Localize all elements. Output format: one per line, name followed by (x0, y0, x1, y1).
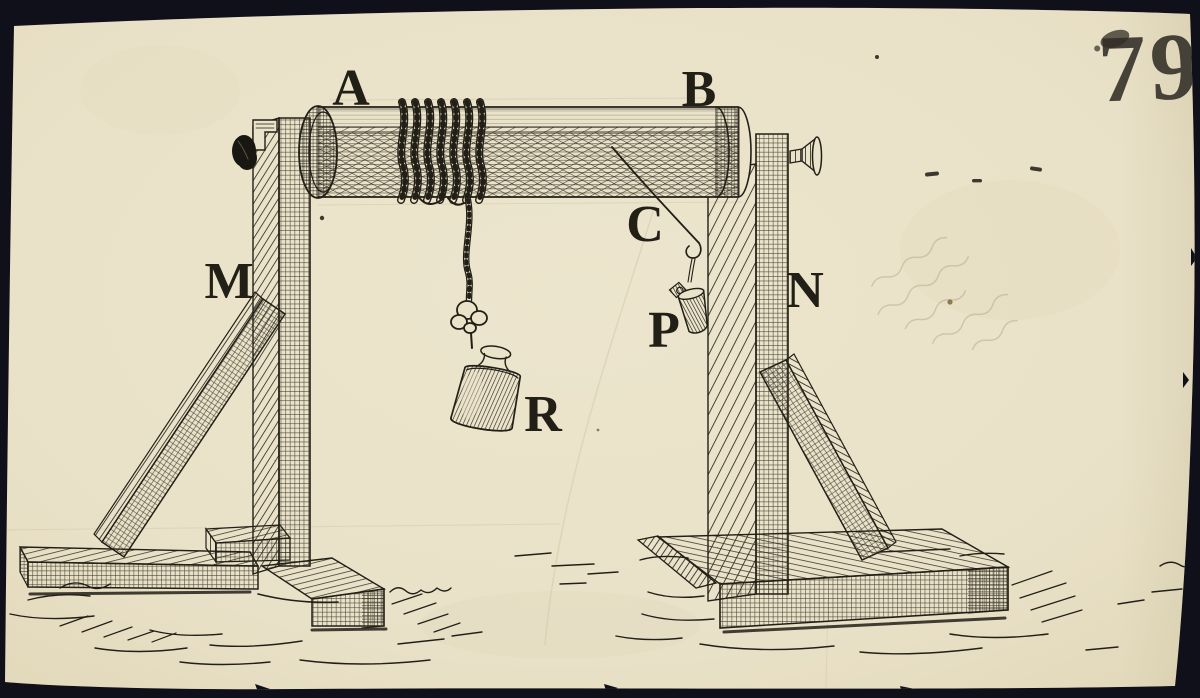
label-B: B (682, 61, 717, 118)
weight-P (668, 281, 709, 334)
apparatus-drawing (9, 55, 1195, 666)
left-post (232, 117, 311, 575)
ground (9, 548, 1195, 666)
cylinder (298, 105, 752, 199)
label-C: C (626, 196, 664, 253)
label-A: A (332, 60, 370, 117)
stamp-number: 79 (1096, 12, 1200, 123)
right-post (707, 133, 823, 602)
label-N: N (786, 262, 824, 319)
left-brace (93, 291, 287, 559)
pencil-inscription (870, 236, 1018, 351)
weight-R (450, 345, 522, 432)
label-R: R (524, 386, 563, 443)
paper-edge-notches (255, 248, 1195, 690)
cord-C (611, 146, 702, 283)
rope-knot (450, 300, 488, 334)
ink-specks (319, 55, 1042, 432)
left-foot-block (260, 557, 387, 629)
label-P: P (648, 302, 680, 359)
stamp-79: 79 (1094, 12, 1200, 123)
rope-coil (397, 98, 487, 206)
paper-creases (5, 97, 829, 689)
diagram-labels: A B C M N P R (204, 60, 823, 443)
label-M: M (204, 253, 253, 310)
right-base (636, 528, 1011, 629)
hanging-rope (450, 196, 488, 349)
axle-screw-right (789, 136, 823, 176)
